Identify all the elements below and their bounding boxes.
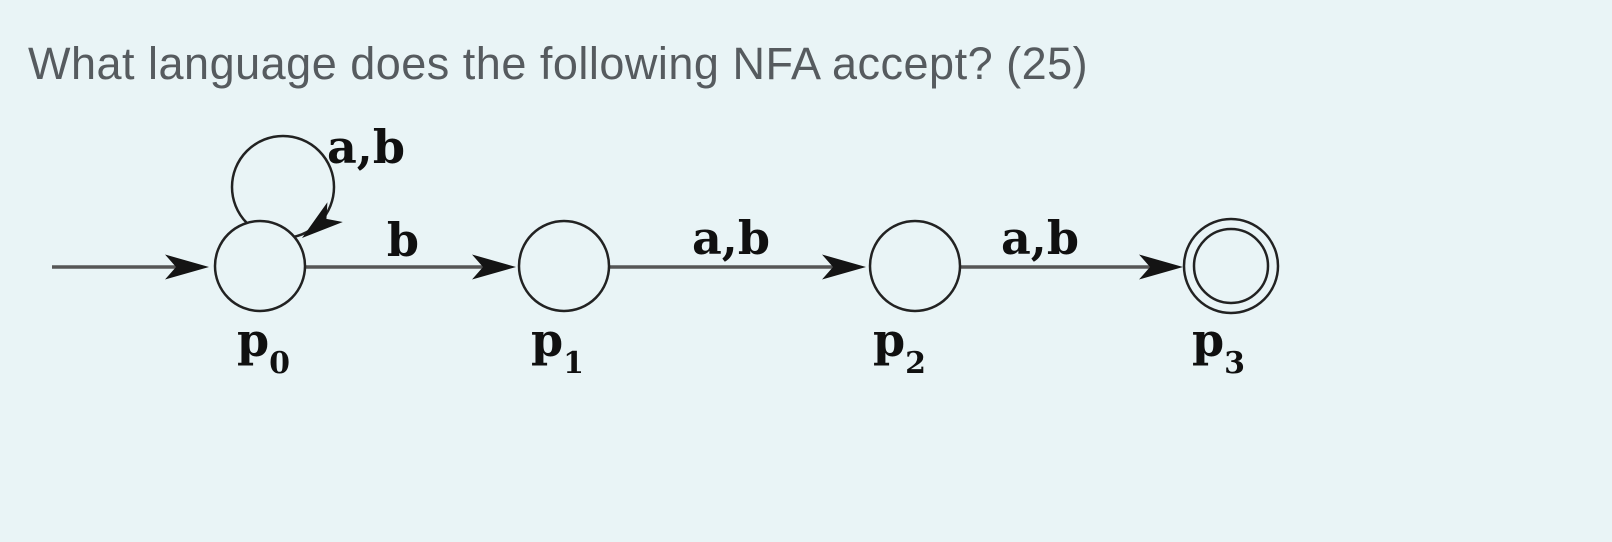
edge-label-self-loop: a,b <box>327 120 405 174</box>
state-subscript-p3: 3 <box>1224 346 1245 381</box>
state-circle-p3-inner <box>1192 227 1270 305</box>
state-name-p0: p <box>237 313 269 367</box>
state-subscript-p2: 2 <box>905 346 926 381</box>
edge-label-p2-p3: a,b <box>1001 211 1079 265</box>
state-circle-p3-outer <box>1182 217 1280 315</box>
arrowhead-p2-p3 <box>1139 254 1183 280</box>
arrowhead-self-loop-p0 <box>302 202 343 238</box>
state-label-p1: p1 <box>531 313 584 381</box>
state-subscript-p0: 0 <box>269 346 290 381</box>
state-label-p2: p2 <box>873 313 926 381</box>
question-title: What language does the following NFA acc… <box>28 38 1089 89</box>
state-name-p1: p <box>531 313 563 367</box>
state-label-p0: p0 <box>237 313 290 381</box>
start-arrowhead <box>165 254 209 280</box>
arrowhead-p1-p2 <box>822 254 866 280</box>
state-subscript-p1: 1 <box>563 346 584 381</box>
edge-label-p0-p1: b <box>387 213 419 267</box>
state-name-p2: p <box>873 313 905 367</box>
edge-label-p1-p2: a,b <box>692 211 770 265</box>
state-circle-p0 <box>213 219 307 313</box>
state-circle-p2 <box>868 219 962 313</box>
state-label-p3: p3 <box>1192 313 1245 381</box>
state-circle-p1 <box>517 219 611 313</box>
arrowhead-p0-p1 <box>472 254 516 280</box>
state-name-p3: p <box>1192 313 1224 367</box>
